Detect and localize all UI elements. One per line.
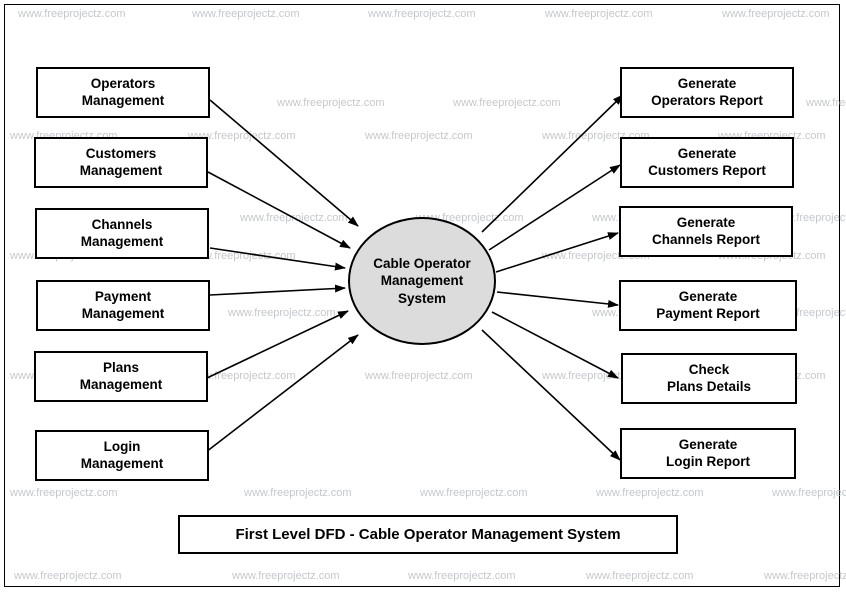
diagram-outer-border [4,4,840,587]
entity-operators-management[interactable]: Operators Management [36,67,210,118]
entity-plans-management[interactable]: Plans Management [34,351,208,402]
entity-generate-login-report[interactable]: Generate Login Report [620,428,796,479]
process-cable-operator-management-system[interactable]: Cable Operator Management System [348,217,496,345]
entity-login-management[interactable]: Login Management [35,430,209,481]
entity-payment-management[interactable]: Payment Management [36,280,210,331]
entity-channels-management[interactable]: Channels Management [35,208,209,259]
diagram-caption: First Level DFD - Cable Operator Managem… [178,515,678,554]
entity-generate-payment-report[interactable]: Generate Payment Report [619,280,797,331]
entity-customers-management[interactable]: Customers Management [34,137,208,188]
entity-check-plans-details[interactable]: Check Plans Details [621,353,797,404]
entity-generate-operators-report[interactable]: Generate Operators Report [620,67,794,118]
entity-generate-customers-report[interactable]: Generate Customers Report [620,137,794,188]
entity-generate-channels-report[interactable]: Generate Channels Report [619,206,793,257]
